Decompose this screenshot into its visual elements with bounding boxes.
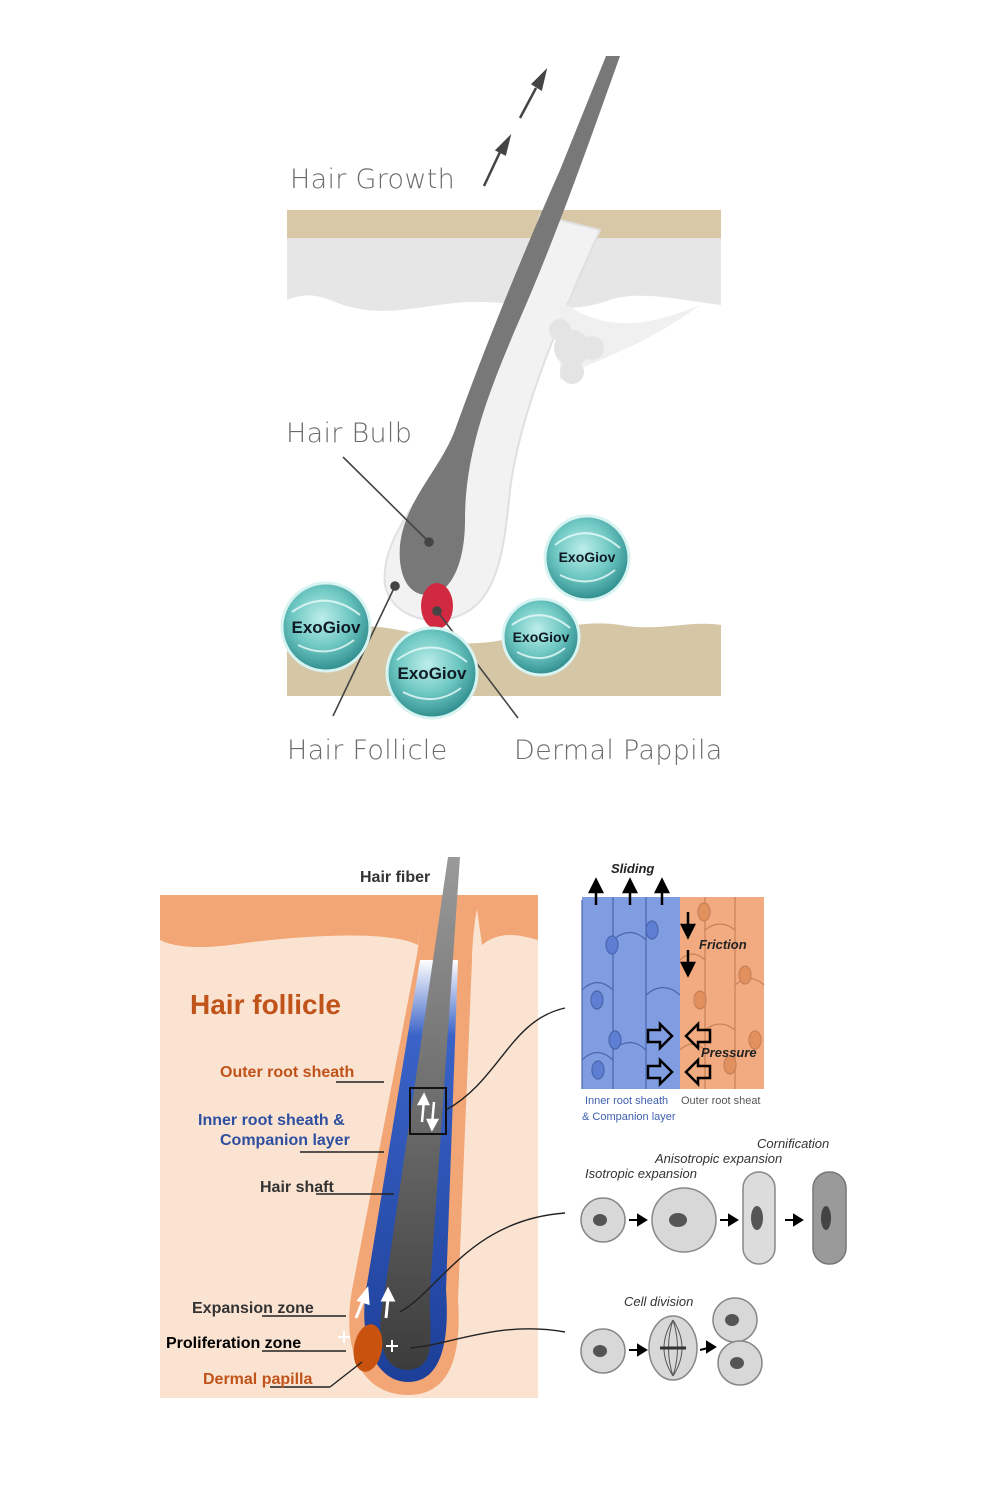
label-dermal-papilla-bottom: Dermal papilla <box>203 1371 312 1388</box>
label-inset-inner-1: Inner root sheath <box>585 1095 668 1107</box>
label-hair-shaft: Hair shaft <box>260 1179 334 1196</box>
top-hair-diagram: Hair Growth Hair Bulb Hair Follicle Derm… <box>280 56 723 766</box>
label-hair-growth: Hair Growth <box>290 164 455 195</box>
label-anisotropic: Anisotropic expansion <box>654 1151 782 1166</box>
bottom-follicle-diagram: Hair fiber Hair follicle Outer root shea… <box>160 857 847 1398</box>
vesicle: ExoGiov <box>501 597 581 677</box>
leader-lines <box>262 1007 566 1388</box>
label-inset-outer: Outer root sheat <box>681 1095 761 1107</box>
label-inset-inner-2: & Companion layer <box>582 1111 676 1123</box>
inset-outer-sheath <box>680 897 764 1089</box>
label-inner-root-sheath-2: Companion layer <box>220 1132 350 1149</box>
label-sliding: Sliding <box>611 861 654 876</box>
proliferation-markers <box>338 1331 398 1352</box>
label-cell-division: Cell division <box>624 1294 693 1309</box>
label-hair-bulb: Hair Bulb <box>286 418 412 449</box>
label-outer-root-sheath: Outer root sheath <box>220 1064 354 1081</box>
dermis-layer <box>287 238 721 311</box>
label-friction: Friction <box>699 937 747 952</box>
outer-sheath-top-right <box>475 895 538 945</box>
label-pressure: Pressure <box>701 1045 757 1060</box>
label-hair-follicle-title: Hair follicle <box>190 989 341 1020</box>
bottom-dermal-papilla <box>353 1324 383 1372</box>
zoom-box <box>409 1087 447 1135</box>
vesicle-label: ExoGiov <box>292 618 362 637</box>
bottom-hair-shaft <box>380 857 460 1370</box>
sliding-arrows-small <box>416 1092 440 1132</box>
label-hair-follicle: Hair Follicle <box>287 735 447 766</box>
label-proliferation-zone: Proliferation zone <box>166 1335 301 1352</box>
vesicle: ExoGiov <box>543 514 631 602</box>
epidermis-band <box>287 210 721 238</box>
label-cornification: Cornification <box>757 1136 829 1151</box>
label-isotropic: Isotropic expansion <box>585 1166 697 1181</box>
sebaceous-gland <box>549 319 604 384</box>
vesicle-label: ExoGiov <box>398 664 468 683</box>
vesicle-label: ExoGiov <box>559 549 616 565</box>
label-dermal-papilla: Dermal Pappila <box>514 735 723 766</box>
label-inner-root-sheath-1: Inner root sheath & <box>198 1112 345 1129</box>
cell-expansion-sequence: Cornification Anisotropic expansion Isot… <box>580 1136 847 1265</box>
hair-shaft <box>399 56 620 595</box>
arrector-band <box>560 300 700 380</box>
label-hair-fiber: Hair fiber <box>360 869 430 886</box>
follicle-tissue <box>160 895 538 1398</box>
outer-sheath-top-left <box>160 895 420 948</box>
dermal-papilla <box>421 583 453 629</box>
vesicle-label: ExoGiov <box>513 629 570 645</box>
growth-arrows <box>482 68 548 187</box>
label-expansion-zone: Expansion zone <box>192 1300 314 1317</box>
expansion-arrows <box>354 1286 396 1319</box>
vesicle: ExoGiov <box>385 626 479 720</box>
inset-sheath-mechanics: Sliding Friction Pressure Inner root she… <box>581 861 765 1123</box>
vesicle: ExoGiov <box>280 581 372 673</box>
cell-division-sequence: Cell division <box>580 1294 763 1386</box>
